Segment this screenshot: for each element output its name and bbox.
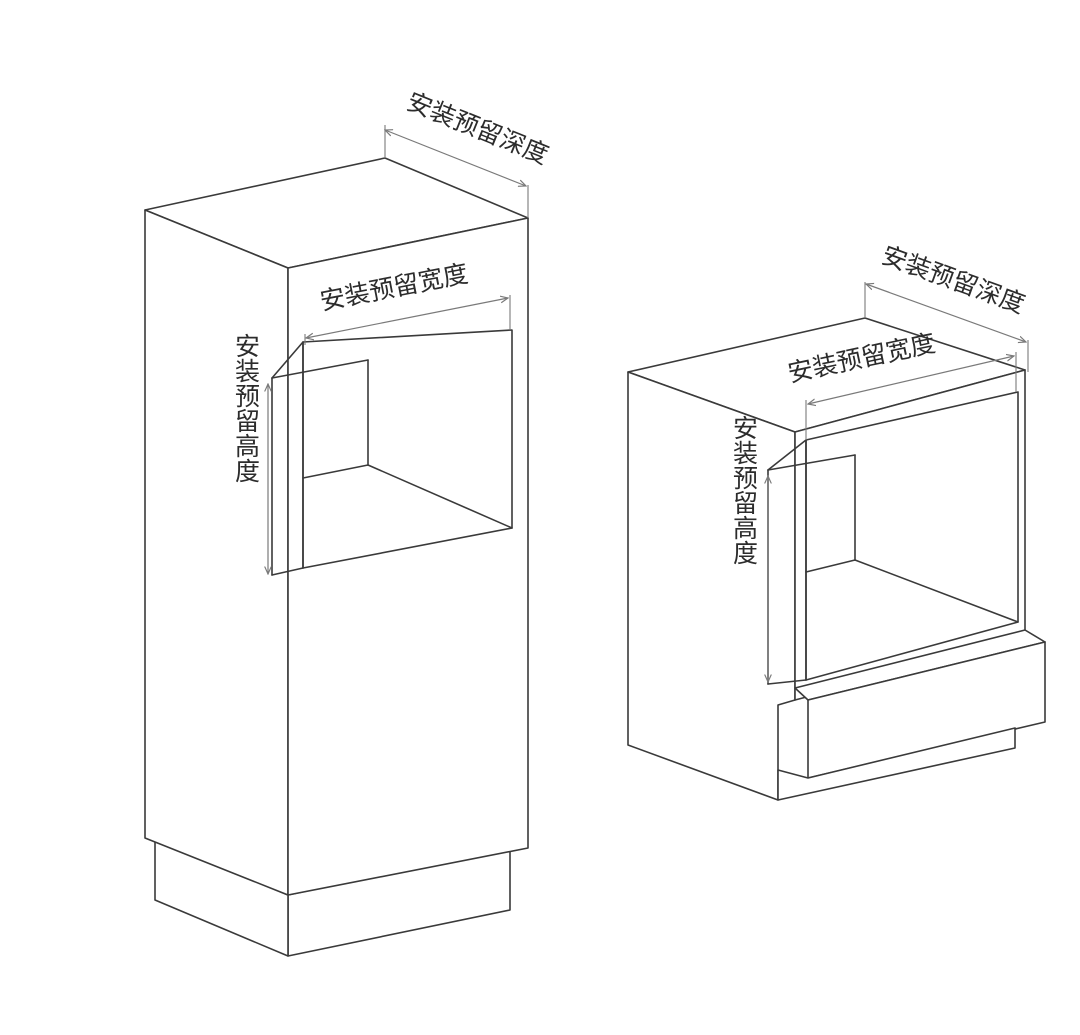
tall-cabinet-opening	[271, 329, 513, 576]
base-height-label: 安装预留高度	[730, 415, 759, 565]
base-cabinet-plinth	[777, 727, 1016, 801]
tall-depth-label: 安装预留深度	[403, 87, 553, 170]
base-width-dimension	[805, 352, 1017, 440]
base-depth-dimension	[864, 282, 1029, 372]
tall-width-dimension	[304, 295, 511, 345]
base-cabinet-opening	[767, 391, 1019, 685]
tall-cabinet: 安装预留深度 安装预留宽度 安装预留高度	[144, 87, 553, 957]
base-depth-label: 安装预留深度	[878, 240, 1029, 319]
tall-cabinet-side	[144, 209, 289, 896]
base-cabinet-side	[627, 371, 796, 801]
base-cabinet: 安装预留深度 安装预留宽度 安装预留高度	[627, 240, 1046, 801]
tall-height-label: 安装预留高度	[232, 333, 261, 483]
base-cabinet-drawer-front	[807, 641, 1046, 779]
tall-depth-dimension	[385, 125, 529, 218]
